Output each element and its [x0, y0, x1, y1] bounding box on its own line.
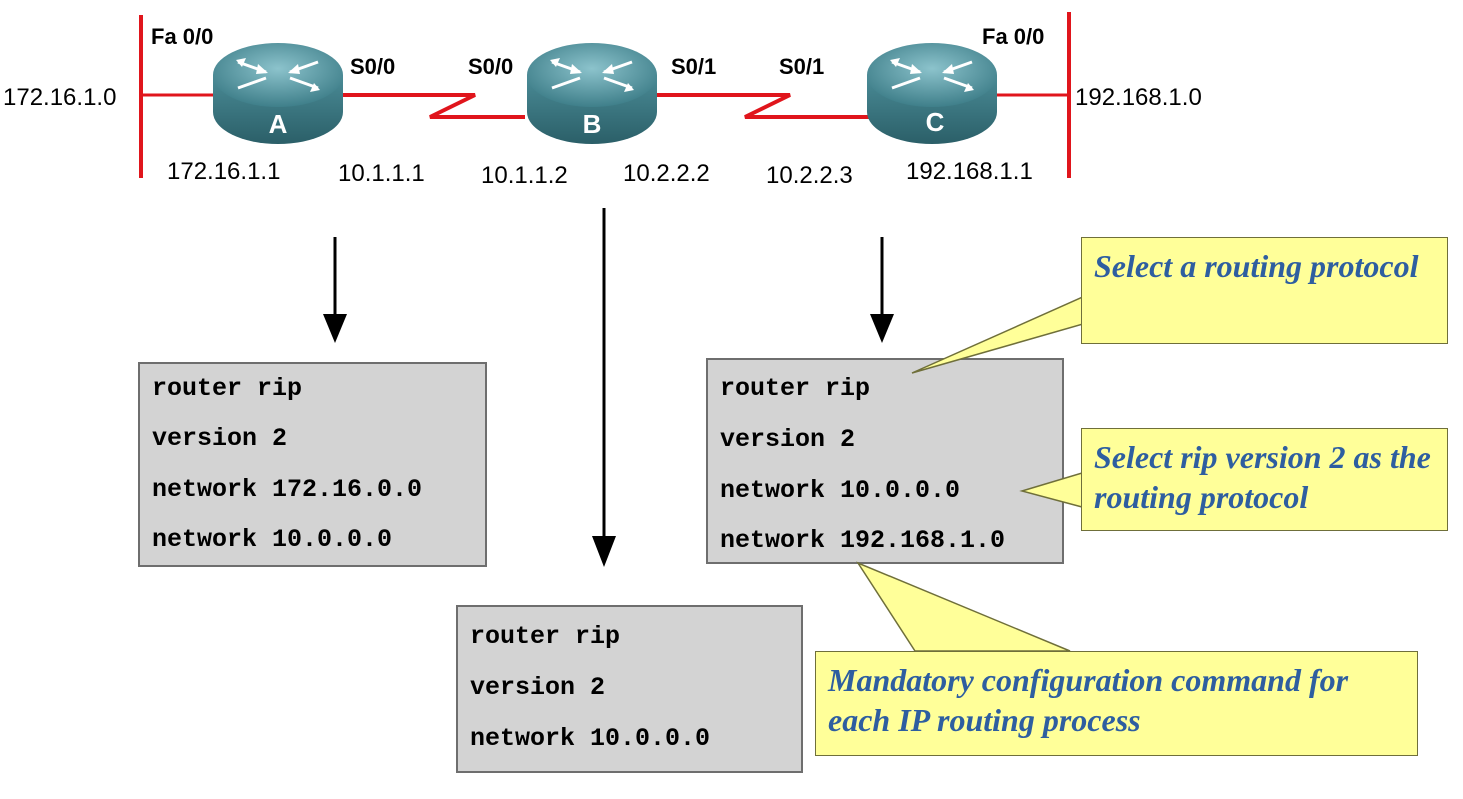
- config-line: network 10.0.0.0: [470, 724, 711, 753]
- config-line: version 2: [152, 424, 288, 453]
- ip-a-s00: 10.1.1.1: [338, 160, 425, 187]
- network-label-right: 192.168.1.0: [1075, 84, 1202, 111]
- network-label-left: 172.16.1.0: [3, 84, 117, 111]
- router-a-icon: [213, 43, 343, 144]
- config-line: router rip: [720, 374, 871, 403]
- interface-b-s00: S0/0: [468, 54, 514, 79]
- serial-link-a-b: [340, 93, 525, 119]
- interface-c-fa00: Fa 0/0: [982, 24, 1045, 49]
- router-c-icon: [867, 43, 997, 144]
- interface-a-fa00: Fa 0/0: [151, 24, 214, 49]
- router-c-label: C: [926, 107, 945, 137]
- config-box-router-a: router rip version 2 network 172.16.0.0 …: [138, 362, 487, 567]
- interface-a-s00: S0/0: [350, 54, 396, 79]
- config-line: network 10.0.0.0: [720, 476, 961, 505]
- ip-c-s01: 10.2.2.3: [766, 162, 853, 189]
- serial-link-b-c: [655, 93, 870, 119]
- arrow-down-c-icon: [870, 237, 894, 343]
- config-line: network 172.16.0.0: [152, 475, 423, 504]
- config-line: network 192.168.1.0: [720, 526, 1006, 555]
- interface-c-s01: S0/1: [779, 54, 825, 79]
- ip-c-fa00: 192.168.1.1: [906, 158, 1033, 185]
- ip-b-s01: 10.2.2.2: [623, 160, 710, 187]
- arrow-down-b-icon: [592, 208, 616, 567]
- callout-select-version: Select rip version 2 as the routing prot…: [1081, 428, 1448, 531]
- callout-mandatory-network: Mandatory configuration command for each…: [815, 651, 1418, 756]
- arrow-down-a-icon: [323, 237, 347, 343]
- config-line: network 10.0.0.0: [152, 525, 393, 554]
- interface-b-s01: S0/1: [671, 54, 717, 79]
- ip-a-fa00: 172.16.1.1: [167, 158, 281, 185]
- config-line: router rip: [152, 374, 303, 403]
- config-line: version 2: [720, 425, 856, 454]
- router-b-icon: [527, 43, 657, 144]
- config-box-router-b: router rip version 2 network 10.0.0.0: [456, 605, 803, 773]
- callout-select-protocol: Select a routing protocol: [1081, 237, 1448, 344]
- config-box-router-c: router rip version 2 network 10.0.0.0 ne…: [706, 358, 1064, 564]
- ip-b-s00: 10.1.1.2: [481, 162, 568, 189]
- router-b-label: B: [583, 109, 602, 139]
- config-line: router rip: [470, 622, 621, 651]
- router-a-label: A: [269, 109, 288, 139]
- config-line: version 2: [470, 673, 606, 702]
